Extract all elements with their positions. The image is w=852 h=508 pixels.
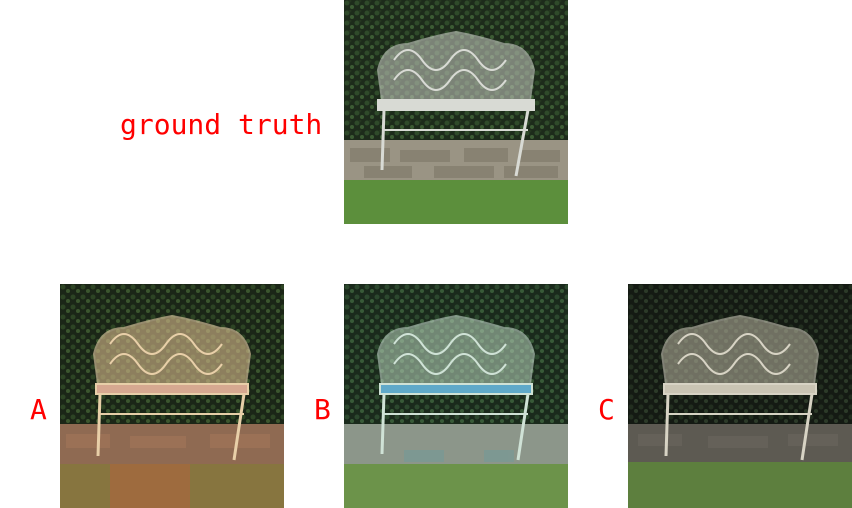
bench-photo-b	[344, 284, 568, 508]
option-c-image	[628, 284, 852, 508]
ground-truth-label: ground truth	[120, 108, 323, 141]
option-a-label: A	[30, 393, 47, 426]
bench-photo-ground-truth	[344, 0, 568, 224]
option-b-label: B	[314, 393, 331, 426]
option-b-image	[344, 284, 568, 508]
bench-photo-a	[60, 284, 284, 508]
ground-truth-image	[344, 0, 568, 224]
option-c-label: C	[598, 393, 615, 426]
option-a-image	[60, 284, 284, 508]
bench-photo-c	[628, 284, 852, 508]
